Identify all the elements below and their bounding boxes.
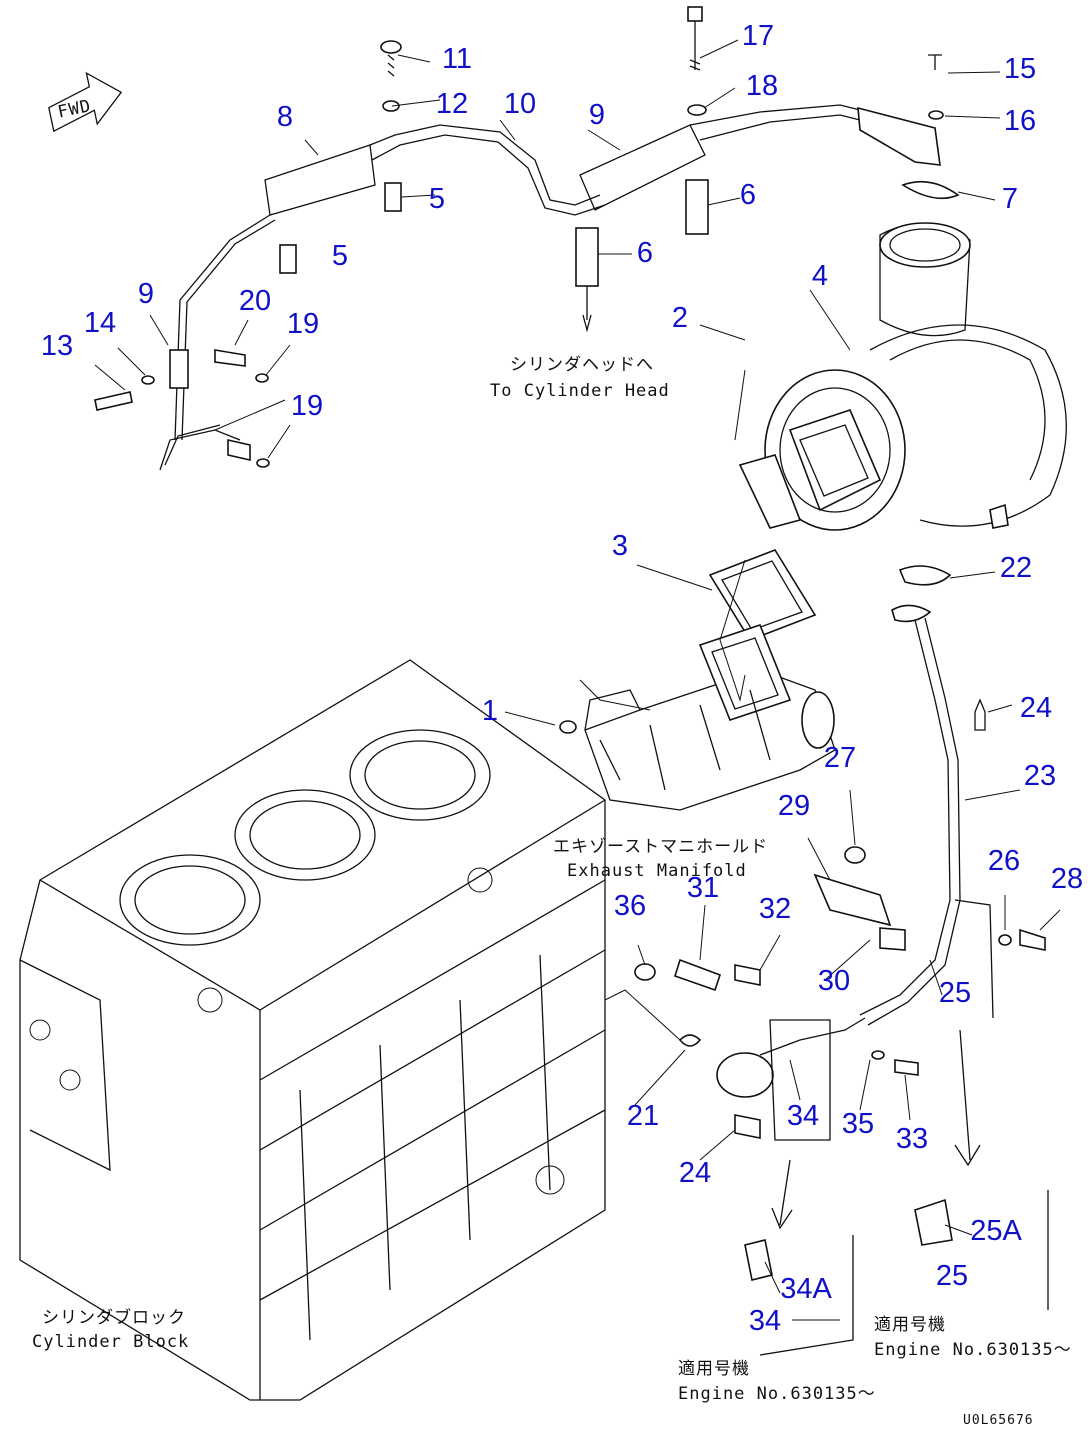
part-label-14: 14 xyxy=(84,307,116,339)
part-label-33: 33 xyxy=(896,1123,928,1155)
oil-drain-pipe xyxy=(634,604,1049,1356)
part-label-5: 5 xyxy=(332,240,348,272)
part-label-28: 28 xyxy=(1051,863,1083,895)
part-label-19: 19 xyxy=(287,308,319,340)
part-label-25: 25 xyxy=(939,977,971,1009)
part-label-2: 2 xyxy=(672,302,688,334)
part-label-30: 30 xyxy=(818,965,850,997)
caption-text: Engine No.630135～ xyxy=(874,1340,1072,1360)
part-label-7: 7 xyxy=(1002,183,1018,215)
caption-text: シリンダヘッドへ xyxy=(510,355,654,375)
part-label-6: 6 xyxy=(740,179,756,211)
part-label-34: 34 xyxy=(787,1100,819,1132)
part-label-25a: 25A xyxy=(970,1215,1022,1247)
part-label-13: 13 xyxy=(41,330,73,362)
part-label-9: 9 xyxy=(589,99,605,131)
caption-text: To Cylinder Head xyxy=(490,381,670,401)
part-label-26: 26 xyxy=(988,845,1020,877)
part-label-20: 20 xyxy=(239,285,271,317)
part-label-34a: 34A xyxy=(780,1273,832,1305)
part-label-32: 32 xyxy=(759,893,791,925)
part-label-12: 12 xyxy=(436,88,468,120)
caption-text: 適用号機 xyxy=(874,1315,946,1335)
part-label-8: 8 xyxy=(277,101,293,133)
part-label-36: 36 xyxy=(614,890,646,922)
caption-text: Cylinder Block xyxy=(32,1332,189,1352)
part-label-5: 5 xyxy=(429,183,445,215)
part-label-24: 24 xyxy=(679,1157,711,1189)
part-label-16: 16 xyxy=(1004,105,1036,137)
part-label-9: 9 xyxy=(138,278,154,310)
leader-lines xyxy=(94,39,1061,1321)
part-label-15: 15 xyxy=(1004,53,1036,85)
part-label-34: 34 xyxy=(749,1305,781,1337)
caption-text: 適用号機 xyxy=(678,1359,750,1379)
part-label-6: 6 xyxy=(637,237,653,269)
caption-text: シリンダブロック xyxy=(42,1307,186,1328)
oil-supply-pipe xyxy=(159,104,941,471)
part-label-27: 27 xyxy=(824,742,856,774)
exhaust-manifold xyxy=(559,624,836,811)
part-label-21: 21 xyxy=(627,1100,659,1132)
part-label-1: 1 xyxy=(482,695,498,727)
hollow-bolts-and-washers xyxy=(94,6,960,468)
part-label-10: 10 xyxy=(504,88,536,120)
part-label-23: 23 xyxy=(1024,760,1056,792)
part-label-29: 29 xyxy=(778,790,810,822)
part-label-17: 17 xyxy=(742,20,774,52)
part-label-25: 25 xyxy=(936,1260,968,1292)
part-label-4: 4 xyxy=(812,260,828,292)
turbocharger xyxy=(738,222,1067,586)
fwd-arrow-icon: FWD xyxy=(48,71,123,133)
part-label-11: 11 xyxy=(442,43,472,75)
part-label-18: 18 xyxy=(746,70,778,102)
part-label-35: 35 xyxy=(842,1108,874,1140)
cylinder-block xyxy=(19,659,606,1401)
part-label-31: 31 xyxy=(687,872,719,904)
part-label-19: 19 xyxy=(291,390,323,422)
caption-text: Engine No.630135～ xyxy=(678,1384,876,1404)
part-label-22: 22 xyxy=(1000,552,1032,584)
turbo-gasket xyxy=(708,549,817,641)
part-label-3: 3 xyxy=(612,530,628,562)
fwd-label: FWD xyxy=(56,96,93,123)
caption-text: Exhaust Manifold xyxy=(567,861,747,881)
part-label-24: 24 xyxy=(1020,692,1052,724)
drawing-code: U0L65676 xyxy=(963,1413,1034,1428)
caption-text: エキゾーストマニホールド xyxy=(553,837,768,857)
captions: シリンダヘッドへ To Cylinder Head エキゾーストマニホールド Exha… xyxy=(32,355,1072,1404)
